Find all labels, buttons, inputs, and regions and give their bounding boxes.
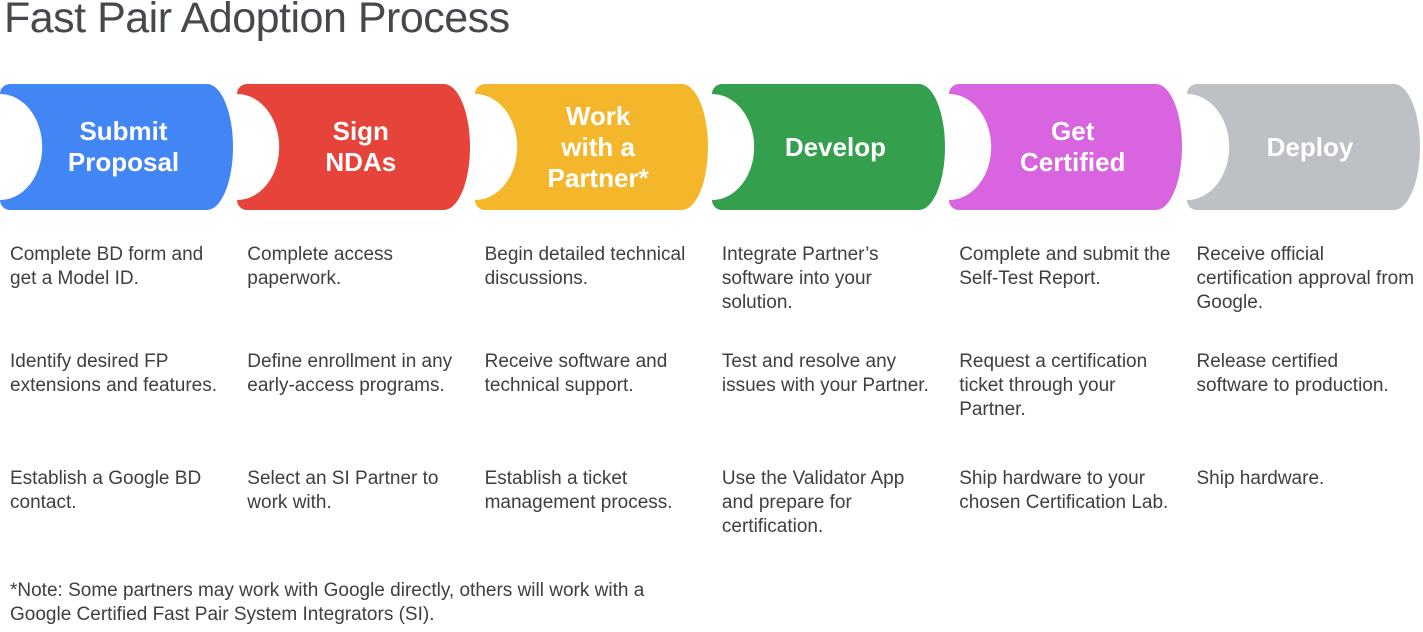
step-chevron-icon [949, 84, 1183, 210]
step-chevron-icon [237, 84, 471, 210]
step-task-1: Complete access paperwork. [247, 244, 394, 289]
step-task-2: Release certified software to production… [1196, 351, 1389, 396]
step-label: Sign NDAs [325, 116, 397, 177]
step-task-1: Begin detailed technical discussions. [484, 244, 686, 289]
step-task-1: Complete BD form and get a Model ID. [10, 244, 204, 289]
step-chevron-icon [474, 84, 708, 210]
step-task-1: Integrate Partner’s software into your s… [721, 244, 879, 313]
process-step-deploy: Deploy Receive official certification ap… [1186, 0, 1420, 632]
process-step-work-with-a-partner: Work with a Partner* Begin detailed tech… [474, 0, 708, 632]
step-chevron-icon [0, 84, 233, 210]
process-step-submit-proposal: Submit Proposal Complete BD form and get… [0, 0, 233, 632]
step-task-3: Ship hardware. [1196, 468, 1325, 489]
step-shape: Deploy [1186, 84, 1420, 210]
process-step-get-certified: Get Certified Complete and submit the Se… [949, 0, 1183, 632]
step-task-2: Request a certification ticket through y… [959, 351, 1148, 420]
page-title: Fast Pair Adoption Process [4, 0, 510, 42]
step-task-3: Establish a ticket management process. [484, 468, 673, 513]
step-shape: Work with a Partner* [474, 84, 708, 210]
step-label: Develop [784, 131, 886, 162]
step-task-3: Establish a Google BD contact. [10, 468, 202, 513]
step-shape: Get Certified [949, 84, 1183, 210]
step-chevron-icon [711, 84, 945, 210]
step-shape: Sign NDAs [237, 84, 471, 210]
step-shape: Develop [711, 84, 945, 210]
step-task-3: Use the Validator App and prepare for ce… [721, 468, 905, 537]
step-shape: Submit Proposal [0, 84, 233, 210]
step-chevron-icon [1186, 84, 1420, 210]
step-task-3: Select an SI Partner to work with. [247, 468, 439, 513]
step-task-2: Define enrollment in any early-access pr… [247, 351, 453, 396]
step-label: Submit Proposal [67, 116, 180, 177]
step-label: Work with a Partner* [547, 100, 649, 193]
step-task-1: Receive official certification approval … [1196, 244, 1415, 313]
step-task-2: Test and resolve any issues with your Pa… [721, 351, 929, 396]
process-step-develop: Develop Integrate Partner’s software int… [711, 0, 945, 632]
step-label: Deploy [1266, 131, 1354, 162]
step-task-3: Ship hardware to your chosen Certificati… [959, 468, 1169, 513]
step-task-1: Complete and submit the Self-Test Report… [959, 244, 1171, 289]
step-task-2: Identify desired FP extensions and featu… [10, 351, 218, 396]
footnote: *Note: Some partners may work with Googl… [10, 580, 645, 625]
process-step-sign-ndas: Sign NDAs Complete access paperwork. Def… [237, 0, 471, 632]
step-task-2: Receive software and technical support. [484, 351, 668, 396]
step-label: Get Certified [1019, 116, 1126, 177]
